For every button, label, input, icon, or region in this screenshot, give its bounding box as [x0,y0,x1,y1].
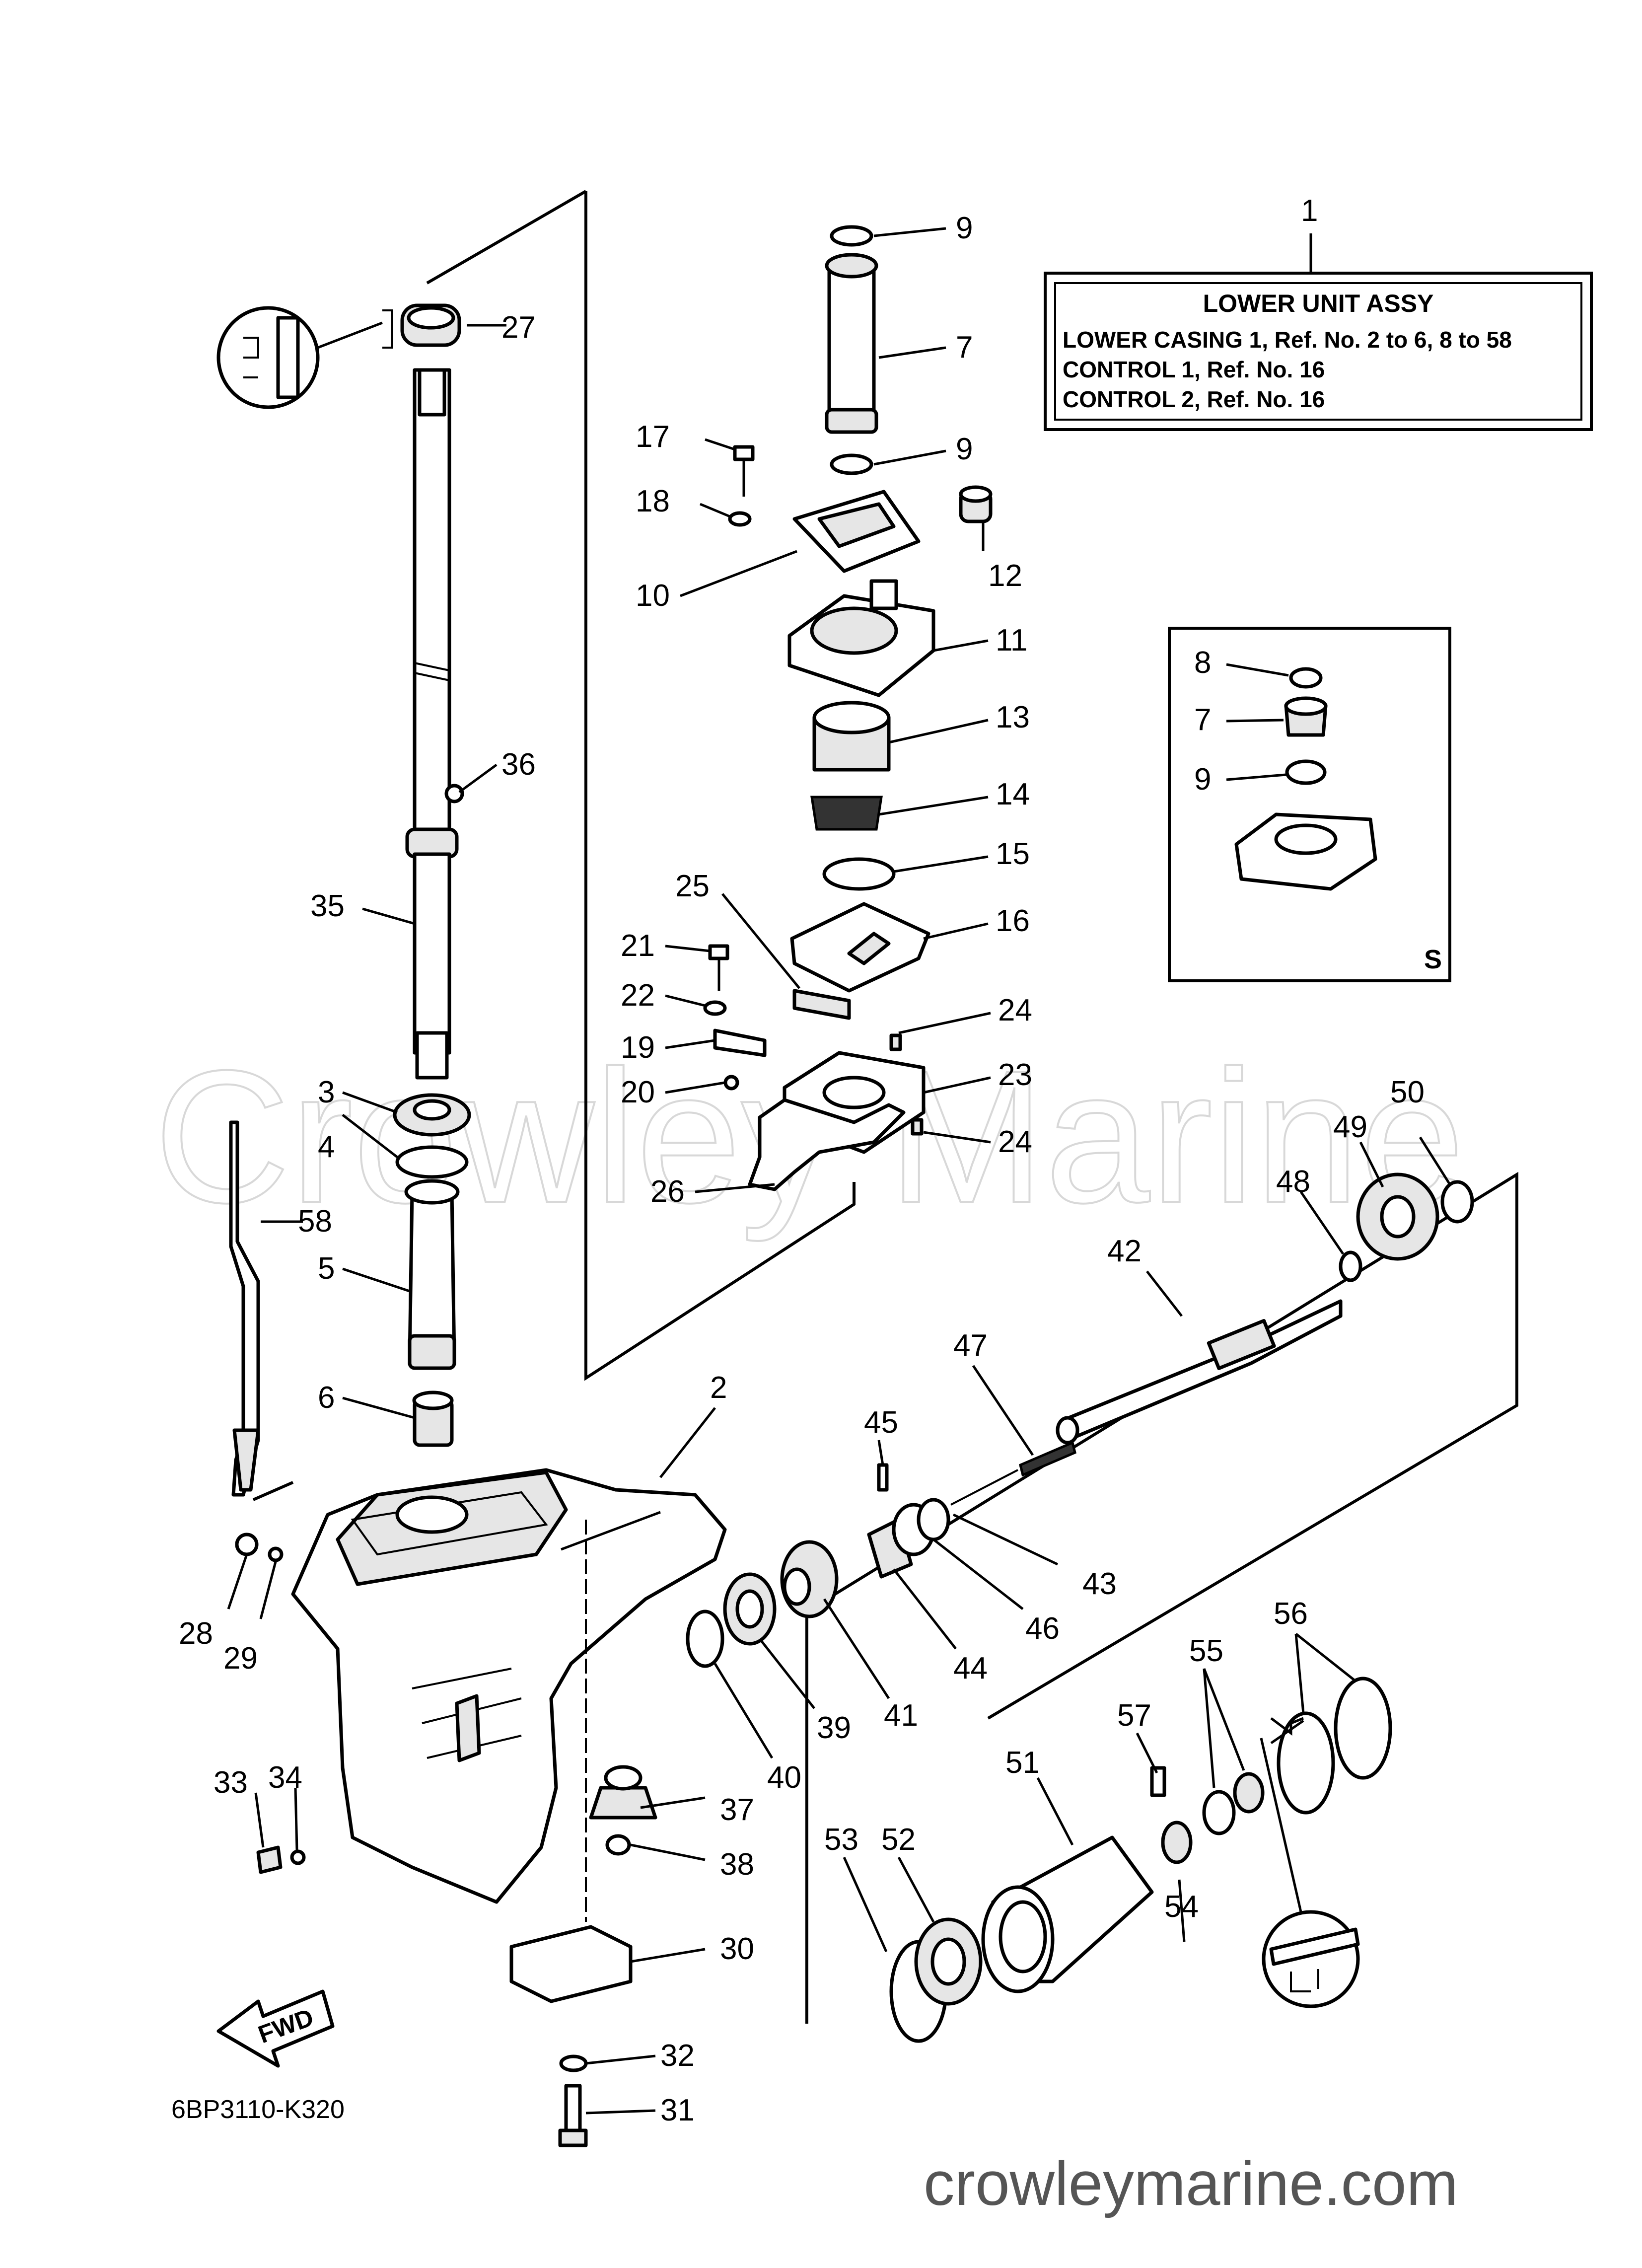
callout-2: 2 [710,1371,727,1405]
callout-11: 11 [996,623,1027,658]
propeller-shaft-housing [889,1677,1392,2043]
label-box-line-1: LOWER CASING 1, Ref. No. 2 to 6, 8 to 58 [1063,327,1512,353]
callout-9-bottom: 9 [956,432,973,466]
label-box-line-3: CONTROL 2, Ref. No. 16 [1063,386,1325,412]
callout-24-upper: 24 [998,993,1032,1027]
callout-16: 16 [996,904,1030,938]
propeller-shaft-assembly [589,1172,1474,1856]
inset-callout-7: 7 [1194,703,1211,737]
callout-48: 48 [1276,1165,1310,1199]
callout-20: 20 [621,1075,655,1109]
callout-38: 38 [720,1847,754,1882]
callout-24-lower: 24 [998,1125,1032,1159]
callout-57: 57 [1117,1698,1151,1733]
callout-40: 40 [767,1760,801,1795]
inset-callout-9: 9 [1194,762,1211,797]
part-1-label-box: LOWER UNIT ASSY LOWER CASING 1, Ref. No.… [1044,233,1593,431]
footer-url: crowleymarine.com [924,2149,1458,2218]
callout-52: 52 [881,1823,916,1857]
callout-29: 29 [223,1641,258,1676]
callout-51: 51 [1005,1746,1040,1780]
drive-shaft-assembly [216,303,506,1447]
callout-28: 28 [179,1616,213,1651]
water-pump-assembly [703,225,993,1191]
callout-26: 26 [650,1174,685,1209]
callout-7: 7 [956,330,973,365]
callout-33: 33 [214,1765,248,1800]
label-box-title: LOWER UNIT ASSY [1203,290,1434,317]
callout-1: 1 [1301,194,1318,228]
callout-22: 22 [621,978,655,1013]
inset-box-s: 8 7 9 S [1168,627,1451,982]
callout-18: 18 [636,484,670,518]
callout-3: 3 [318,1075,335,1109]
callout-31: 31 [660,2093,695,2127]
callout-37: 37 [720,1793,754,1827]
callout-58: 58 [298,1204,332,1239]
callout-47: 47 [953,1328,988,1363]
callout-44: 44 [953,1651,988,1685]
lower-casing: FWD [216,1468,727,2147]
callout-35: 35 [310,889,345,923]
callout-50: 50 [1390,1075,1425,1109]
callout-25: 25 [675,869,710,903]
callout-36: 36 [501,747,536,782]
callout-15: 15 [996,837,1030,871]
callout-32: 32 [660,2039,695,2073]
callout-19: 19 [621,1030,655,1065]
shift-rod [229,1120,260,1497]
callout-23: 23 [998,1058,1032,1092]
callout-53: 53 [824,1823,858,1857]
callout-43: 43 [1082,1567,1117,1601]
callout-9-top: 9 [956,211,973,245]
callout-14: 14 [996,777,1030,811]
callout-46: 46 [1025,1611,1060,1646]
callout-54: 54 [1164,1890,1199,1924]
callout-4: 4 [318,1130,335,1164]
callout-21: 21 [621,929,655,963]
callout-49: 49 [1333,1110,1367,1144]
callout-17: 17 [636,420,670,454]
callout-6: 6 [318,1381,335,1415]
diagram-code: 6BP3110-K320 [171,2095,345,2124]
inset-s-flag: S [1424,945,1442,974]
callout-5: 5 [318,1251,335,1286]
callout-13: 13 [996,700,1030,734]
leader-lines [227,227,1451,2115]
callout-12: 12 [988,559,1022,593]
callout-55: 55 [1189,1634,1223,1668]
callout-42: 42 [1107,1234,1142,1268]
callout-39: 39 [817,1711,851,1745]
label-box-line-2: CONTROL 1, Ref. No. 16 [1063,357,1325,382]
callout-34: 34 [268,1760,302,1795]
callout-45: 45 [864,1405,898,1440]
callout-30: 30 [720,1932,754,1966]
callout-41: 41 [884,1698,918,1733]
callout-27: 27 [501,310,536,345]
inset-callout-8: 8 [1194,646,1211,680]
callout-10: 10 [636,579,670,613]
callout-numbers: 1 9 7 9 17 18 10 12 11 13 14 15 16 25 21… [179,194,1425,2127]
callout-56: 56 [1274,1597,1308,1631]
